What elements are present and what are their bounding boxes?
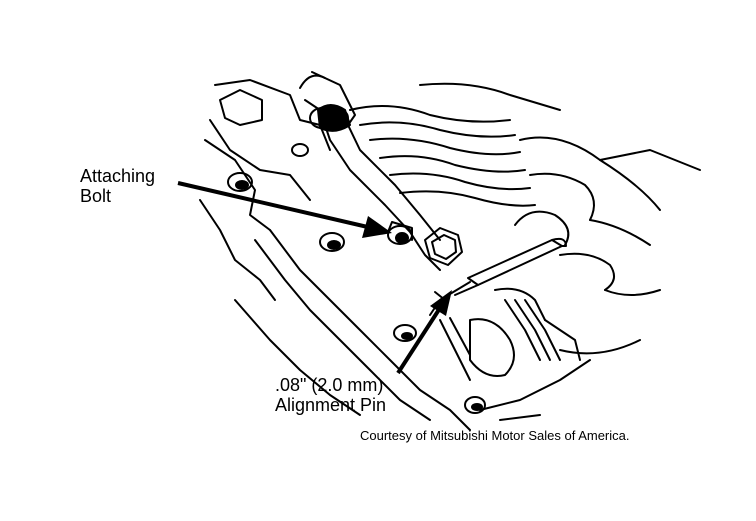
housing-ribs bbox=[349, 82, 561, 207]
alignment-pin-label: .08" (2.0 mm) Alignment Pin bbox=[275, 375, 386, 415]
engine-block bbox=[199, 79, 591, 431]
alignment-pin-arrow-head bbox=[430, 290, 452, 316]
credit-line: Courtesy of Mitsubishi Motor Sales of Am… bbox=[360, 428, 630, 443]
alignment-pin-label-line1: .08" (2.0 mm) bbox=[275, 375, 384, 395]
attaching-bolt-label: Attaching Bolt bbox=[80, 166, 155, 206]
attaching-bolt-arrow-line bbox=[177, 181, 373, 230]
alignment-pin-label-line2: Alignment Pin bbox=[275, 395, 387, 415]
attaching-bolt bbox=[387, 221, 413, 245]
lever-nut bbox=[424, 227, 463, 266]
bolt-holes bbox=[227, 143, 486, 414]
alignment-pin bbox=[429, 237, 567, 316]
alignment-pin-arrow-line bbox=[396, 306, 442, 375]
attaching-bolt-arrow-head bbox=[362, 216, 392, 238]
callout-arrows bbox=[177, 181, 452, 375]
wiring-harness bbox=[439, 287, 641, 381]
shift-lever bbox=[299, 71, 441, 271]
attaching-bolt-label-line1: Attaching bbox=[80, 166, 156, 186]
attaching-bolt-label-line2: Bolt bbox=[80, 186, 112, 206]
hand bbox=[514, 136, 701, 296]
